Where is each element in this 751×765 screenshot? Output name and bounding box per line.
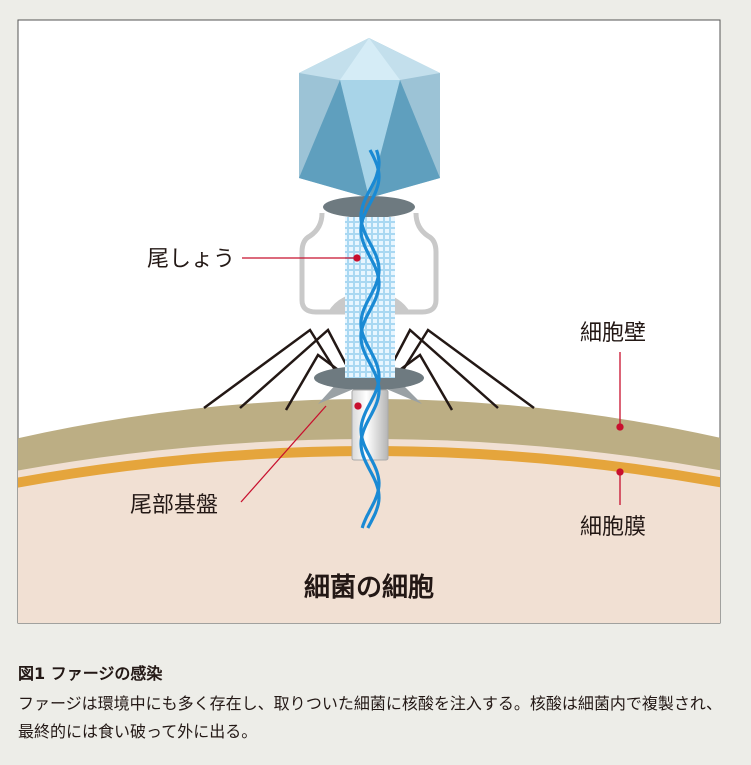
caption-title: 図1 ファージの感染 bbox=[18, 664, 163, 683]
label-cell-membrane: 細胞膜 bbox=[580, 515, 646, 540]
caption-body: ファージは環境中にも多く存在し、取りついた細菌に核酸を注入する。核酸は細菌内で複… bbox=[18, 694, 723, 741]
leader-baseplate bbox=[240, 405, 327, 503]
label-cell-wall: 細胞壁 bbox=[580, 321, 646, 346]
phage-infection-diagram: 尾しょう 細胞壁 尾部基盤 細胞膜 細菌の細胞 bbox=[17, 19, 721, 624]
tail-sheath-lower bbox=[345, 362, 395, 378]
tail-fibers bbox=[203, 328, 535, 411]
label-bacterial-cell: 細菌の細胞 bbox=[304, 572, 434, 603]
phage-head bbox=[299, 38, 440, 198]
label-baseplate: 尾部基盤 bbox=[130, 493, 218, 518]
label-tail-sheath: 尾しょう bbox=[147, 247, 235, 272]
dna-strands bbox=[359, 149, 381, 529]
cell-interior bbox=[18, 439, 720, 623]
figure-caption: 図1 ファージの感染 ファージは環境中にも多く存在し、取りついた細菌に核酸を注入… bbox=[18, 660, 733, 746]
